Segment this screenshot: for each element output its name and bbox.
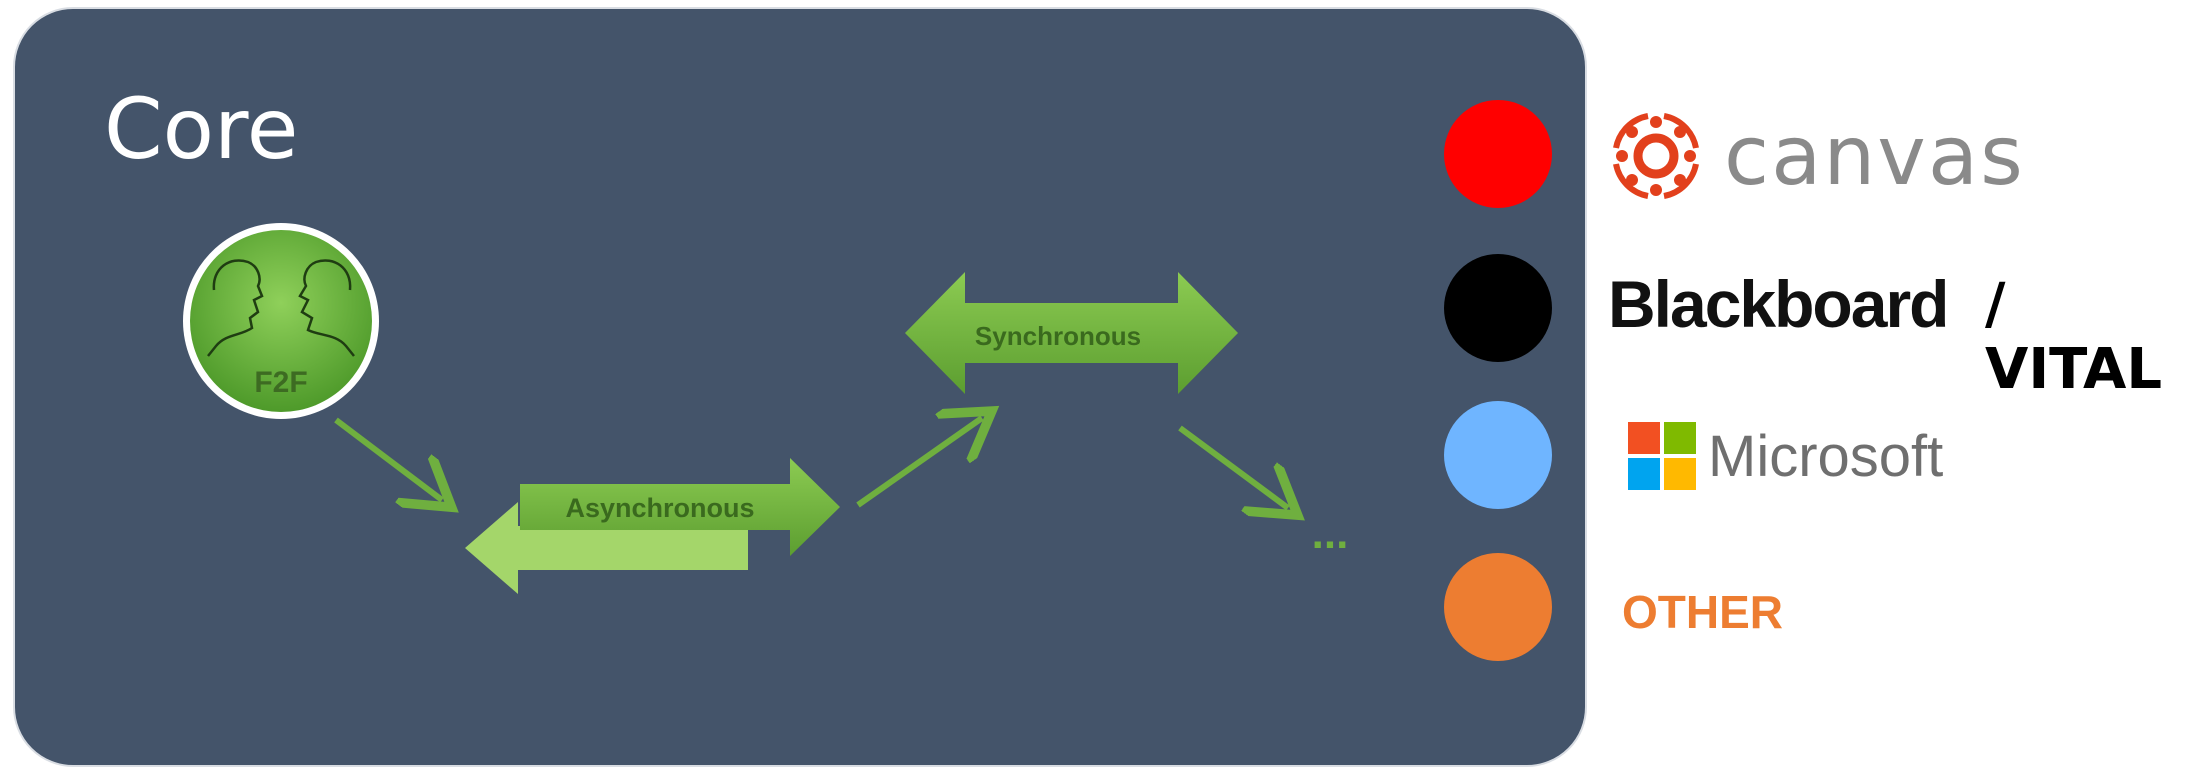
legend-dot-canvas	[1444, 100, 1552, 208]
microsoft-label: Microsoft	[1708, 424, 1944, 489]
ellipsis-label: ...	[1312, 509, 1349, 558]
async-label: Asynchronous	[565, 493, 754, 523]
connector-arrow-3	[1178, 425, 1288, 508]
vital-label: / VITAL	[1985, 272, 2163, 402]
legend-dot-microsoft	[1444, 401, 1552, 509]
legend-dot-blackboard	[1444, 254, 1552, 362]
other-label: OTHER	[1622, 586, 1783, 638]
connector-arrow-2	[856, 418, 982, 508]
microsoft-logo-icon	[1628, 422, 1696, 490]
sync-label: Synchronous	[975, 321, 1141, 351]
canvas-logo-icon	[1613, 113, 1699, 199]
sync-double-arrow	[905, 272, 1238, 394]
core-title: Core	[104, 80, 299, 178]
blackboard-label: Blackboard	[1608, 267, 1949, 341]
async-forward-arrow	[520, 458, 840, 556]
async-back-arrow	[465, 502, 748, 594]
legend-dot-other	[1444, 553, 1552, 661]
canvas-label: canvas	[1724, 109, 2025, 204]
f2f-label: F2F	[254, 366, 307, 399]
f2f-icon: F2F	[183, 223, 379, 419]
connector-arrow-1	[334, 417, 442, 500]
